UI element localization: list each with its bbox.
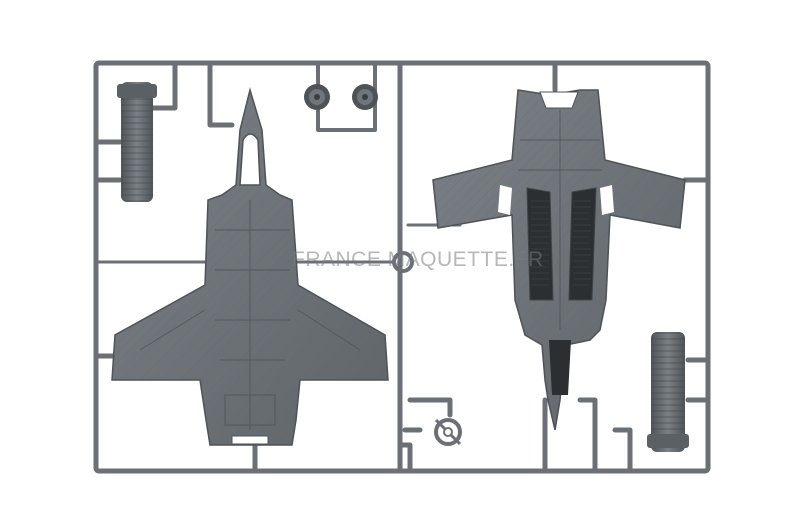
watermark-text: FRANCE MAQUETTE.FR (292, 248, 544, 271)
wheel-part-left (304, 84, 330, 110)
small-landing-gear-part (434, 418, 462, 446)
upper-fuselage-part (111, 87, 389, 446)
lower-fuselage-part (432, 89, 686, 431)
engine-nozzle-left (117, 82, 157, 202)
wheel-part-right (352, 84, 378, 110)
engine-nozzle-right (647, 332, 689, 452)
